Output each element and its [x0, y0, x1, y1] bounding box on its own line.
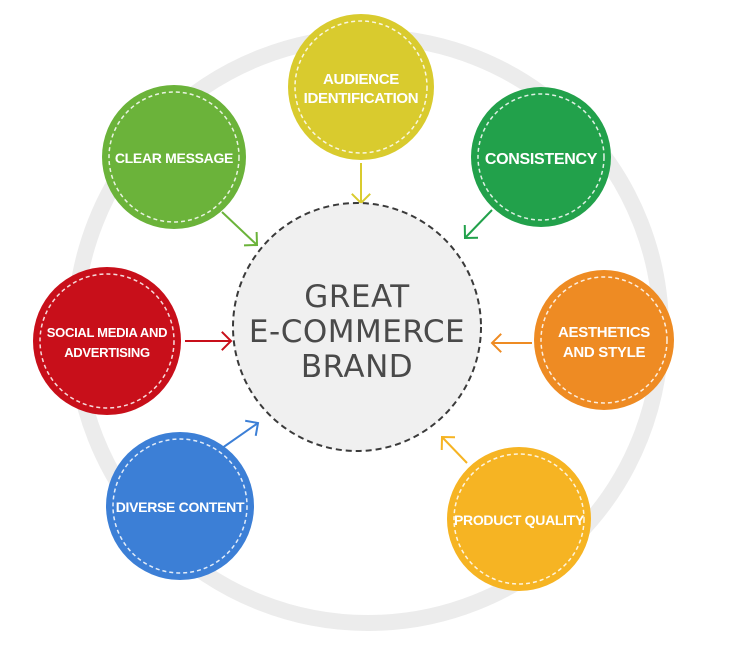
center-line-3: BRAND [301, 349, 413, 385]
arrowhead-icon [463, 224, 479, 240]
node-consistency: CONSISTENCY [471, 87, 611, 227]
node-inner-dash [112, 438, 248, 574]
arrowhead-icon [221, 331, 233, 351]
node-aesthetics-and-style: AESTHETICS AND STYLE [534, 270, 674, 410]
node-label-line-1: CONSISTENCY [485, 151, 598, 168]
node-clear-message: CLEAR MESSAGE [102, 85, 246, 229]
node-diverse-content: DIVERSE CONTENT [106, 432, 254, 580]
node-circle [106, 432, 254, 580]
node-label-line-1: DIVERSE CONTENT [116, 499, 245, 515]
node-label-line-1: AUDIENCE [323, 71, 399, 88]
node-label-line-1: AESTHETICS [558, 324, 650, 341]
center-line-2: E-COMMERCE [249, 314, 465, 350]
node-label-line-1: SOCIAL MEDIA AND [47, 325, 167, 340]
node-label-line-1: CLEAR MESSAGE [115, 150, 233, 166]
center-circle [232, 202, 482, 452]
node-circle [534, 270, 674, 410]
center-node: GREAT E-COMMERCE BRAND [232, 202, 482, 452]
node-circle [33, 267, 181, 415]
connectors [185, 163, 532, 464]
node-inner-dash [540, 276, 668, 404]
connector-line [221, 211, 258, 246]
node-inner-dash [39, 273, 175, 409]
connector-arrow-consistency [463, 209, 493, 240]
node-label-line-2: AND STYLE [563, 344, 646, 361]
arrowhead-icon [243, 231, 259, 247]
connector-arrow-product-quality [440, 435, 468, 464]
connector-arrow-audience-identification [351, 163, 371, 205]
node-label-line-1: PRODUCT QUALITY [454, 512, 585, 528]
connector-arrow-clear-message [221, 211, 259, 247]
node-inner-dash [108, 91, 240, 223]
node-circle [471, 87, 611, 227]
node-label-line-2: IDENTIFICATION [304, 90, 419, 107]
node-circle [288, 14, 434, 160]
node-circle [102, 85, 246, 229]
connector-arrow-aesthetics-and-style [490, 333, 532, 353]
arrowhead-icon [245, 419, 260, 436]
arrowhead-icon [351, 193, 371, 205]
arrowhead-icon [490, 333, 502, 353]
connector-arrow-social-media-and-advertising [185, 331, 233, 351]
connector-line [441, 436, 468, 464]
node-inner-dash [477, 93, 605, 221]
node-circle [447, 447, 591, 591]
node-social-media-and-advertising: SOCIAL MEDIA AND ADVERTISING [33, 267, 181, 415]
node-label-line-2: ADVERTISING [64, 345, 150, 360]
node-inner-dash [453, 453, 585, 585]
center-line-1: GREAT [304, 279, 410, 315]
node-product-quality: PRODUCT QUALITY [447, 447, 591, 591]
connector-line [464, 209, 493, 239]
node-audience-identification: AUDIENCE IDENTIFICATION [288, 14, 434, 160]
arrowhead-icon [440, 435, 456, 451]
node-inner-dash [294, 20, 428, 154]
